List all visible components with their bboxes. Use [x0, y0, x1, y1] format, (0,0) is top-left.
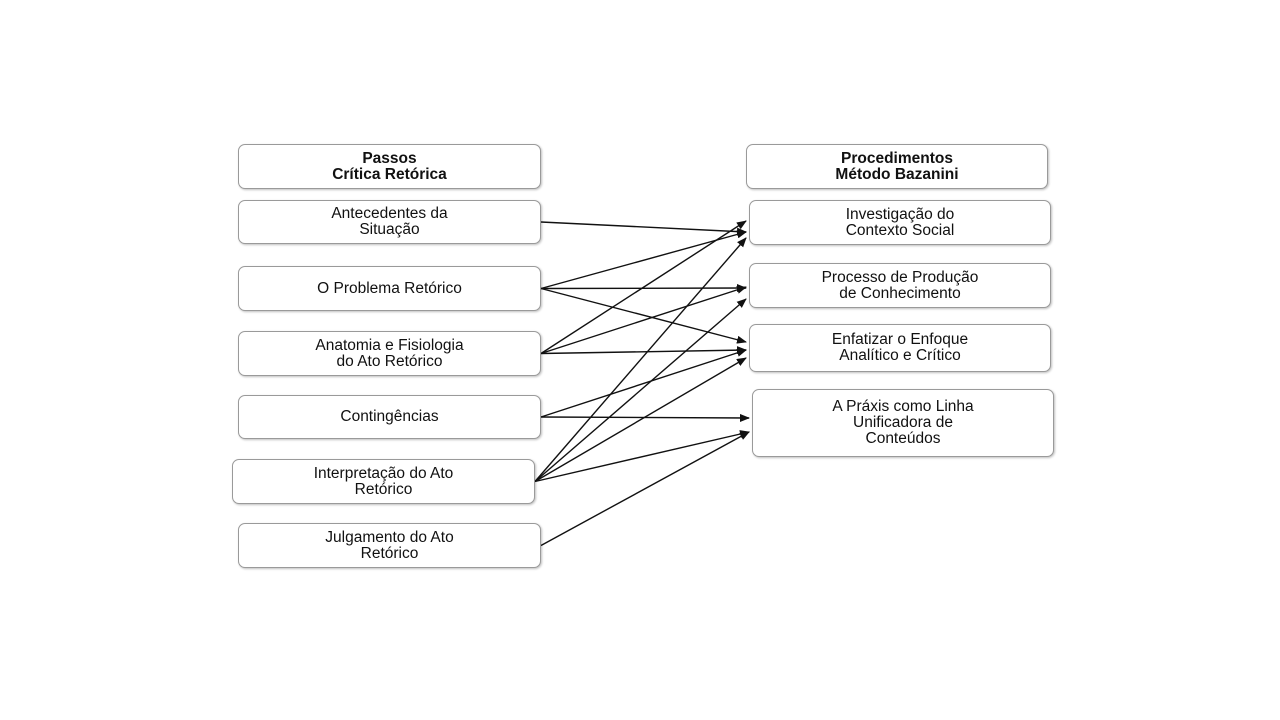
- step-contingencias: Contingências: [238, 395, 541, 439]
- connector-arrow: [540, 285, 747, 355]
- step-julgamento: Julgamento do Ato Retórico: [238, 523, 541, 568]
- right-column-header: Procedimentos Método Bazanini: [746, 144, 1048, 189]
- connector-arrow: [534, 430, 750, 483]
- left-column-header: Passos Crítica Retórica: [238, 144, 541, 189]
- procedure-producao-conhecimento: Processo de Produção de Conhecimento: [749, 263, 1051, 308]
- connector-arrow: [540, 284, 747, 293]
- step-problema-retorico: O Problema Retórico: [238, 266, 541, 311]
- procedure-praxis: A Práxis como Linha Unificadora de Conte…: [752, 389, 1054, 457]
- connector-arrow: [540, 348, 747, 418]
- connector-arrow: [540, 431, 750, 547]
- connector-arrow: [534, 237, 747, 482]
- connector-arrow: [534, 298, 747, 483]
- connector-arrow: [540, 287, 747, 344]
- procedure-investigacao: Investigação do Contexto Social: [749, 200, 1051, 245]
- connector-arrow: [540, 346, 747, 355]
- step-antecedentes: Antecedentes da Situação: [238, 200, 541, 244]
- step-interpretacao: Interpretação do Ato Retórico: [232, 459, 535, 504]
- connector-arrow: [534, 357, 747, 483]
- connector-arrow: [540, 220, 747, 355]
- connector-arrow: [540, 221, 747, 236]
- step-anatomia-fisiologia: Anatomia e Fisiologia do Ato Retórico: [238, 331, 541, 376]
- connector-arrow: [540, 230, 747, 290]
- procedure-enfoque-analitico: Enfatizar o Enfoque Analítico e Crítico: [749, 324, 1051, 372]
